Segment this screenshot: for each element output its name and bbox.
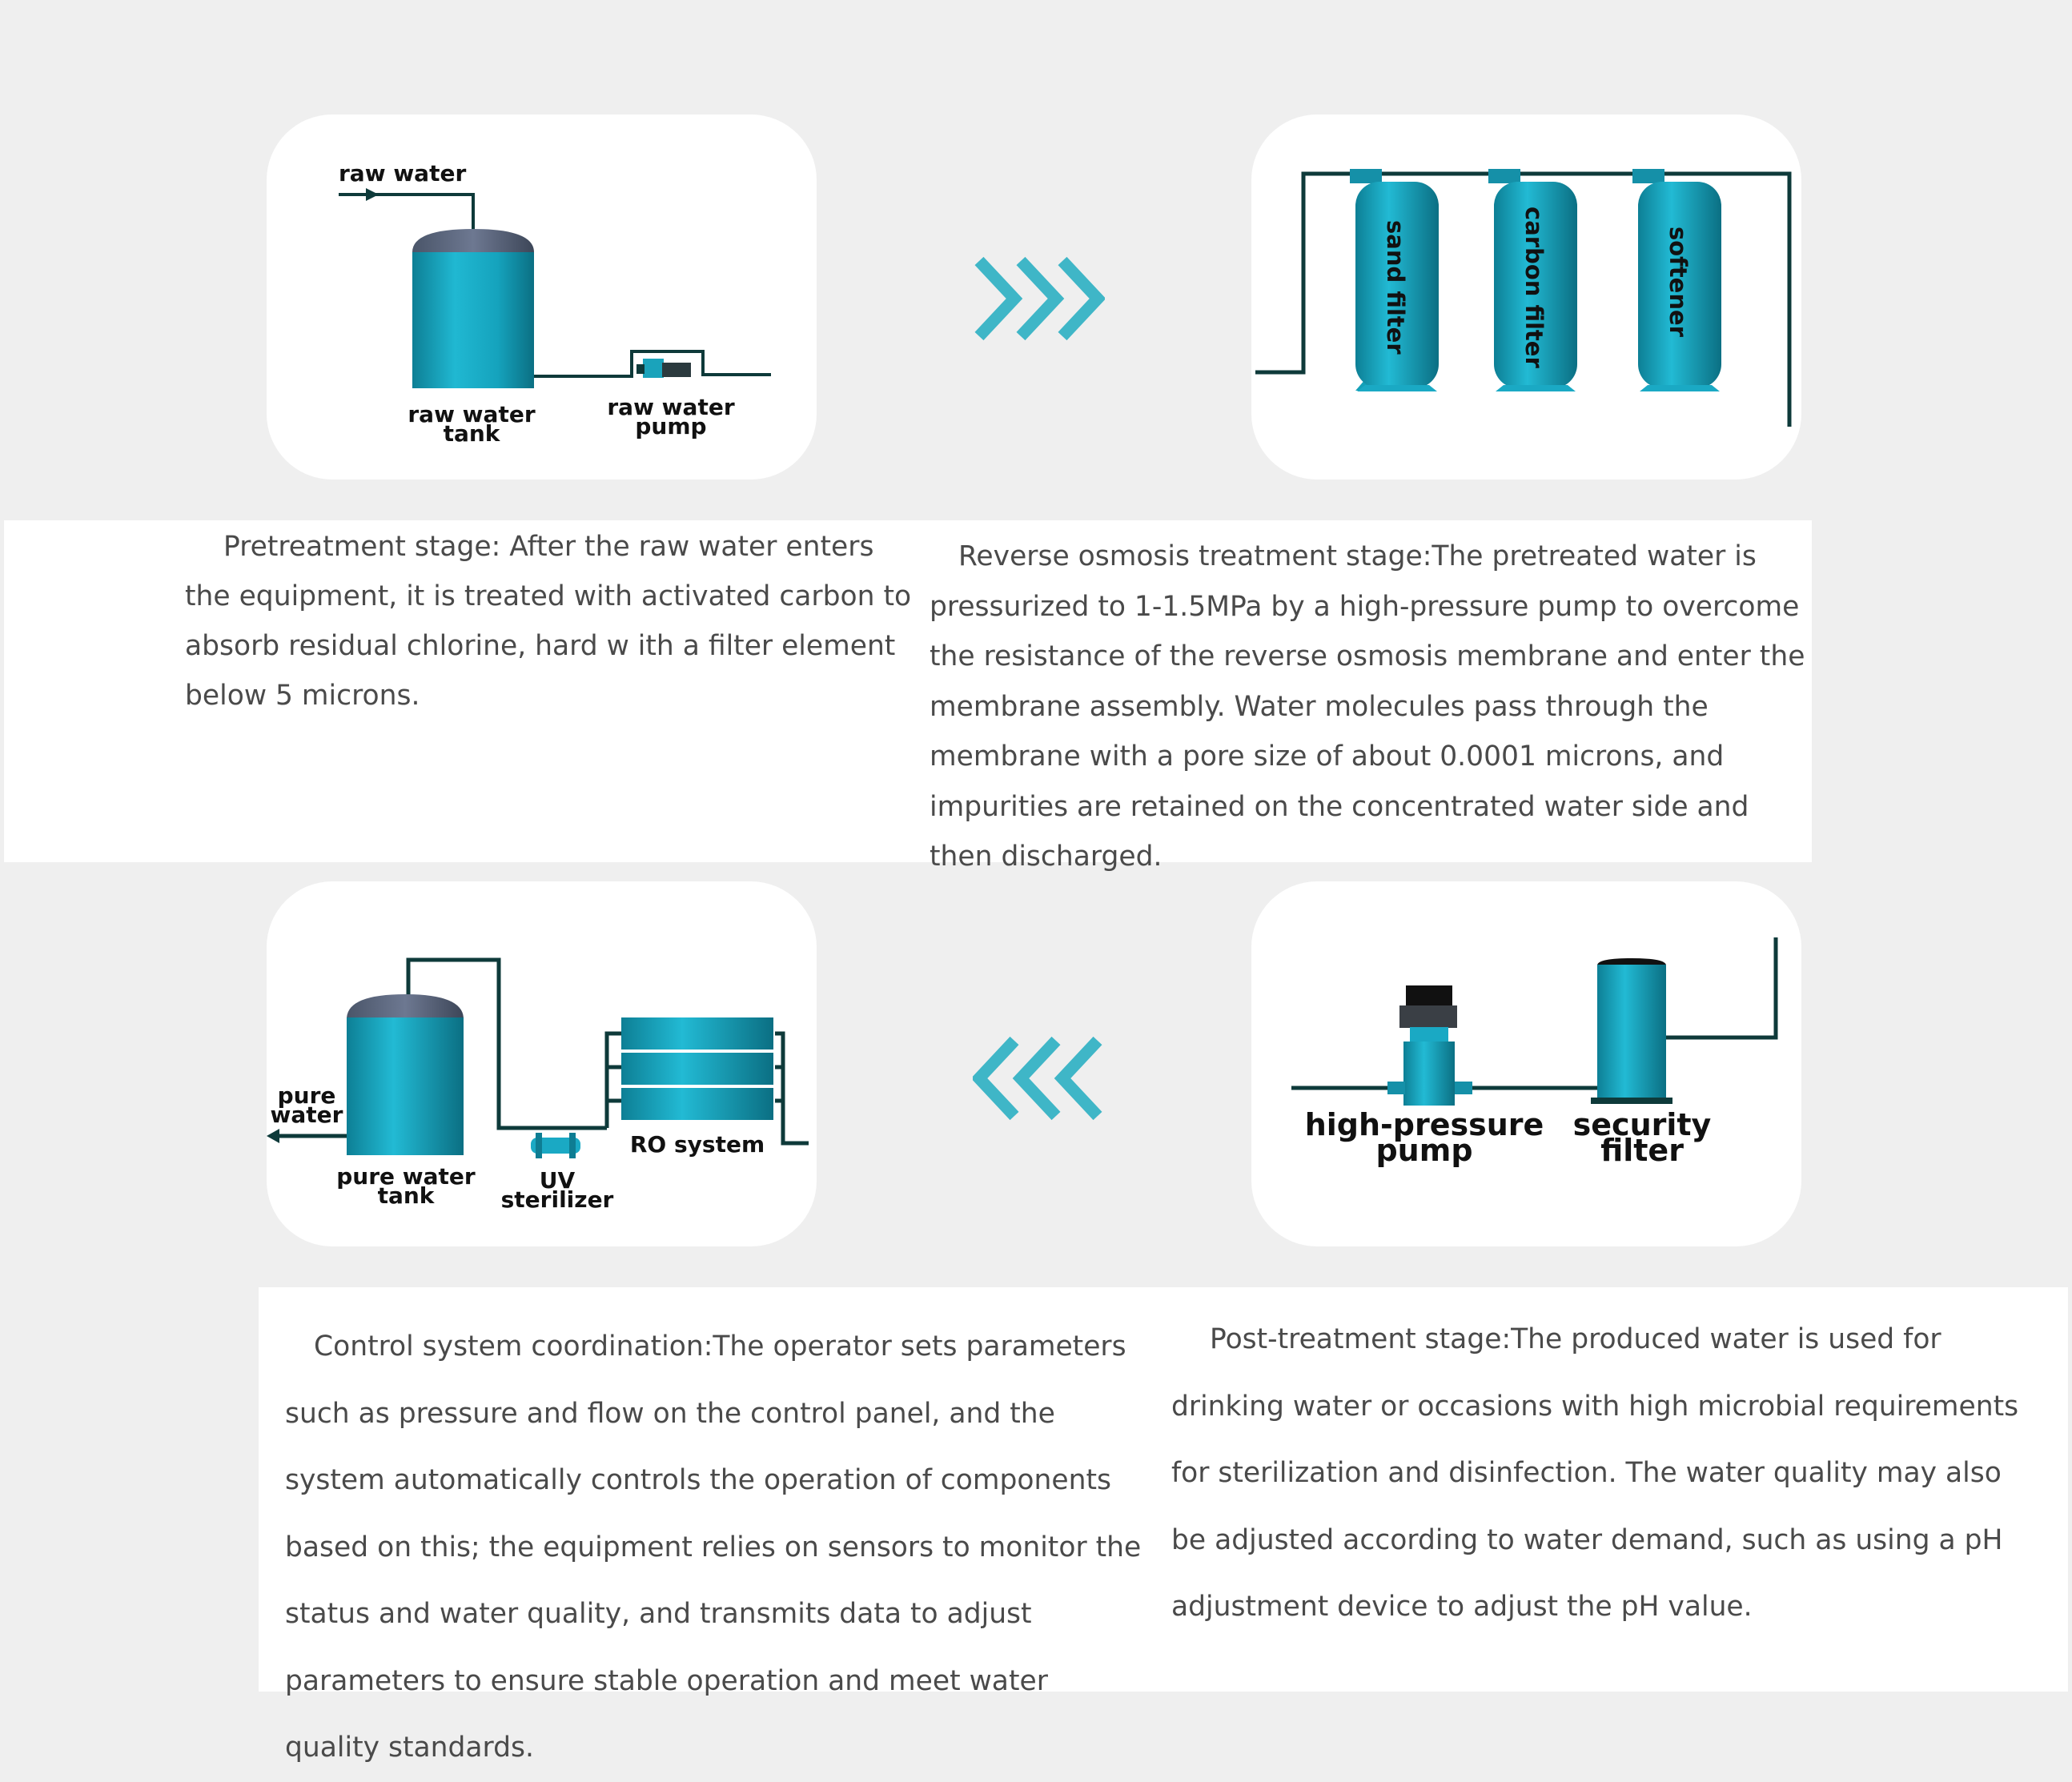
uv-sterilizer-label-2: sterilizer [501,1186,614,1213]
filter-diagram: sand filter carbon filter softener [1255,169,1792,427]
ro-pipe-right [775,1031,809,1146]
pure-water-diagram-card: pure water pure water tank UV sterilizer… [267,881,817,1246]
sand-filter-label: sand filter [1382,220,1409,355]
uv-sterilizer-label-1: UV [540,1167,576,1194]
raw-water-label: raw water [339,160,466,187]
pump-filter-diagram: high-pressure pump security filter [1291,937,1778,1168]
raw-water-tank-dome [412,229,534,252]
raw-water-pump [643,359,664,378]
inlet-pipe [339,193,475,231]
pure-water-tank-label-2: tank [378,1182,436,1209]
outlet-pipe [534,350,771,378]
pure-water-diagram: pure water pure water tank UV sterilizer… [267,957,809,1213]
pure-water-label-1: pure [278,1082,336,1109]
pretreatment-diagram: raw water raw water tank raw water pump [339,160,771,447]
security-filter-label-2: filter [1600,1133,1684,1168]
lower-text-panel: Control system coordination:The operator… [259,1287,2068,1764]
raw-water-tank-label-1: raw water [408,401,535,427]
control-system-text: Control system coordination:The operator… [285,1330,1142,1764]
pure-water-tank-label-1: pure water [336,1163,476,1190]
sand-filter: sand filter [1350,169,1439,391]
high-pressure-pump-label-2: pump [1375,1133,1472,1168]
pure-water-tank [347,1017,464,1155]
raw-water-pump-label-2: pump [635,413,706,439]
pure-water-pipe-top [406,957,607,1130]
chevrons-right-icon [974,256,1105,341]
upper-text-panel: Pretreatment stage: After the raw water … [4,520,1812,873]
high-pressure-pump [1387,985,1472,1106]
security-filter [1591,958,1672,1104]
post-treatment-text: Post-treatment stage:The produced water … [1171,1323,2019,1623]
reverse-osmosis-text: Reverse osmosis treatment stage:The pret… [930,540,1805,873]
filter-diagram-card: sand filter carbon filter softener [1251,114,1801,480]
ro-system-label: RO system [630,1131,765,1158]
pure-water-label-2: water [271,1102,343,1128]
pure-water-arrow-icon [267,1129,279,1143]
softener-label: softener [1664,227,1692,338]
raw-water-tank [412,252,534,388]
filter-outlet-pipe [1666,937,1778,1040]
security-filter-label-1: security [1573,1107,1712,1142]
uv-sterilizer [531,1138,580,1154]
high-pressure-pump-label-1: high-pressure [1305,1107,1544,1142]
carbon-filter: carbon filter [1488,169,1577,388]
inlet-arrow-icon [366,188,379,201]
raw-water-pump-label-1: raw water [607,394,734,420]
pump-filter-diagram-card: high-pressure pump security filter [1251,881,1801,1246]
pretreatment-text: Pretreatment stage: After the raw water … [185,531,912,712]
pretreatment-diagram-card: raw water raw water tank raw water pump [267,114,817,480]
softener: softener [1632,169,1721,388]
carbon-filter-label: carbon filter [1520,207,1548,368]
chevrons-left-icon [973,1036,1102,1121]
ro-pipe-left [604,1031,627,1128]
ro-system [621,1017,773,1120]
filter-pipe [1255,171,1792,427]
raw-water-tank-label-2: tank [444,420,501,447]
